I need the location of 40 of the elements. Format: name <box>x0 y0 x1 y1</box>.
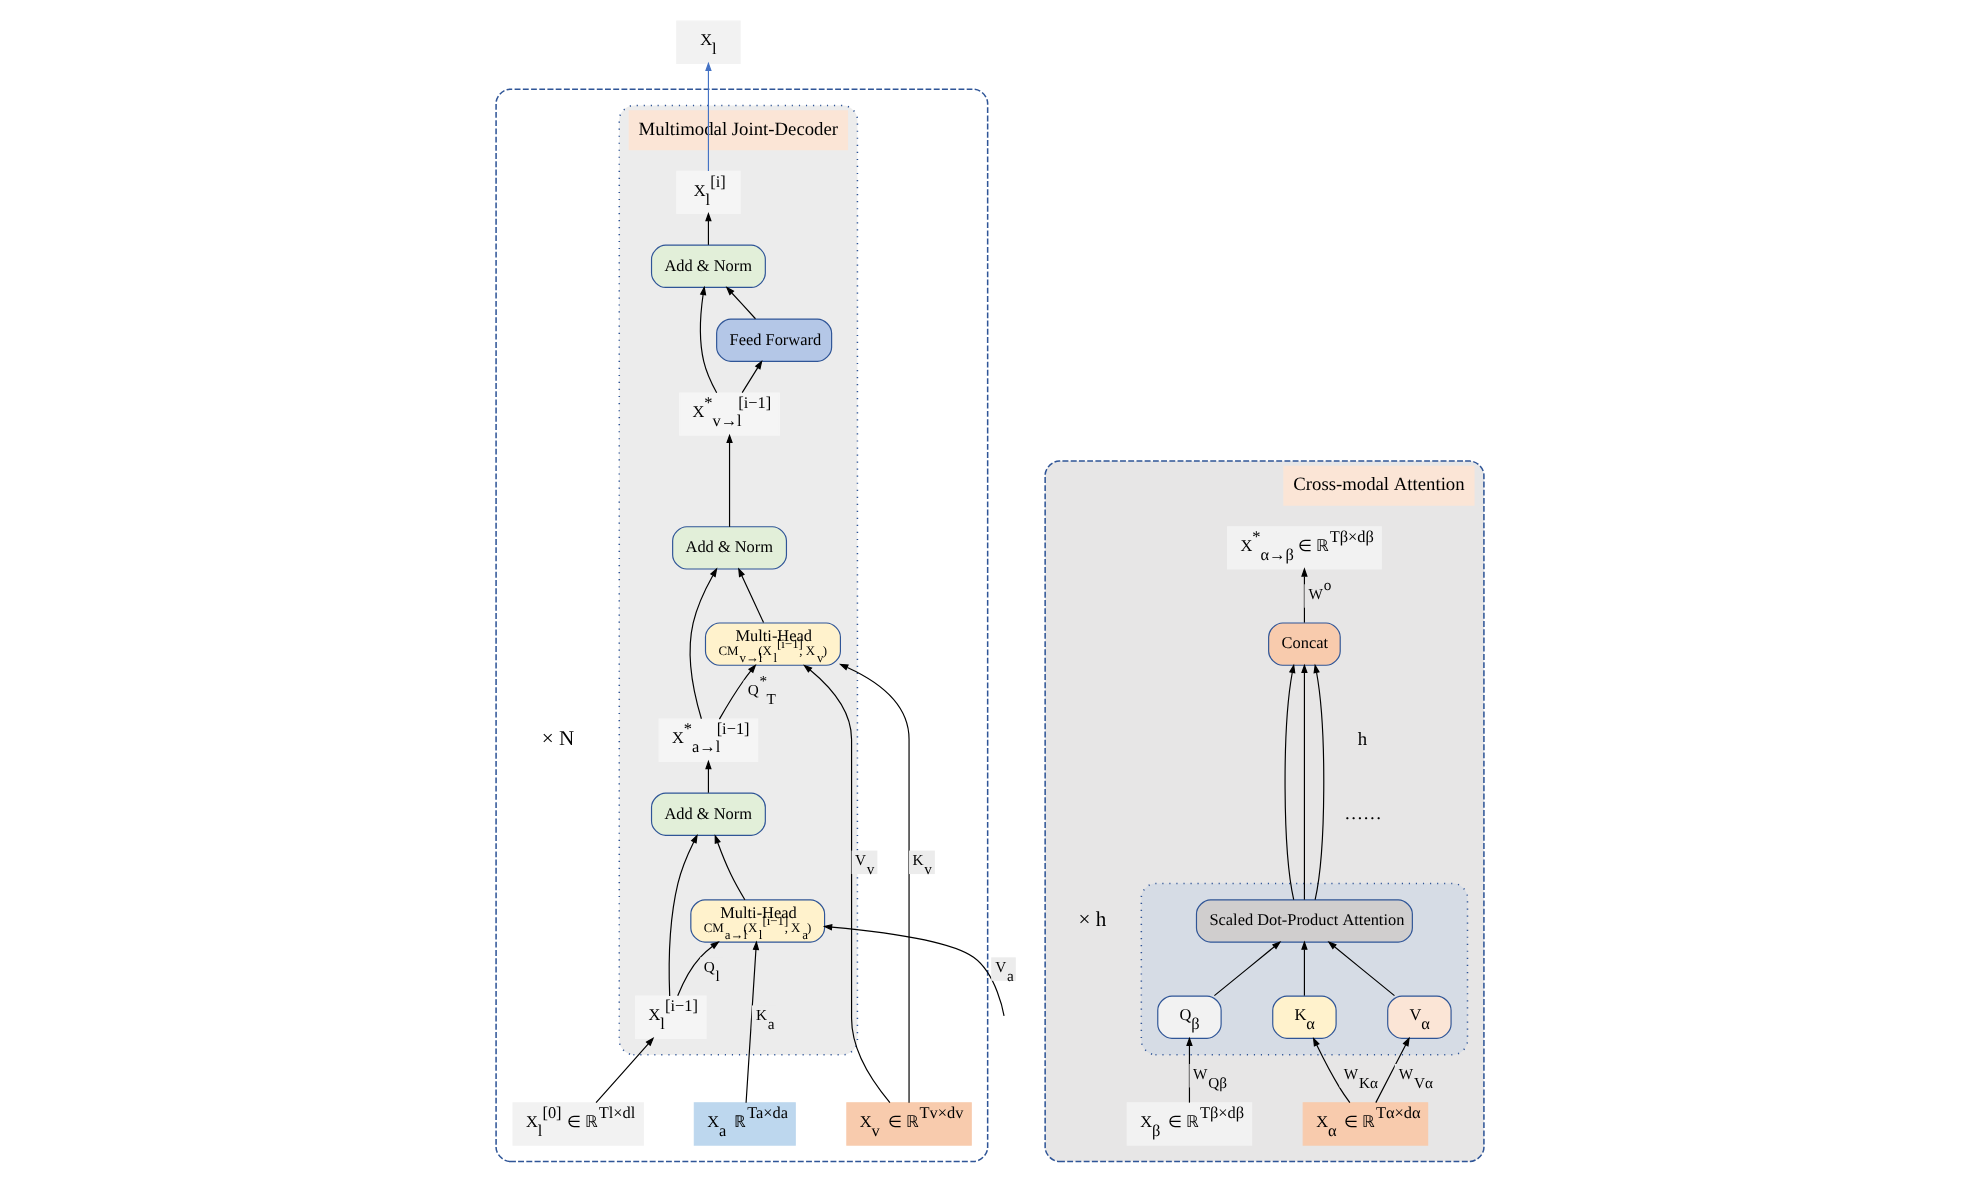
arrow <box>741 360 763 394</box>
arrow <box>1327 941 1396 997</box>
arrow <box>803 664 891 1104</box>
arrow <box>838 663 910 1104</box>
arrow <box>1301 567 1308 624</box>
arrow <box>1301 663 1308 901</box>
label: h <box>1357 730 1368 751</box>
node-box: Feed Forward <box>716 318 833 362</box>
arrow <box>668 833 698 997</box>
arrow <box>705 61 712 172</box>
arrow <box>699 285 718 394</box>
arrow <box>714 834 746 901</box>
arrow <box>1312 1036 1351 1104</box>
node-box: Add & Norm <box>650 244 766 289</box>
arrow <box>1375 1036 1410 1104</box>
arrow <box>1213 941 1282 997</box>
arrow <box>677 941 720 997</box>
node-label: × N <box>541 729 575 752</box>
arrow <box>822 923 1005 1017</box>
arrow <box>1284 663 1296 901</box>
arrow <box>718 663 757 720</box>
node-box: Add & Norm <box>672 526 788 570</box>
cluster <box>1140 882 1469 1056</box>
node-box: Concat <box>1268 622 1341 666</box>
arrow <box>689 567 718 720</box>
arrow <box>745 940 760 1104</box>
arrow <box>726 433 733 528</box>
node-box: Scaled Dot-Product Attention <box>1195 899 1413 943</box>
arrow <box>705 759 712 794</box>
arrow <box>705 211 712 246</box>
node-box: Add & Norm <box>650 792 766 836</box>
arrow <box>725 286 757 320</box>
cluster <box>495 88 989 1163</box>
arrow <box>1313 663 1325 901</box>
arrow <box>1186 1036 1193 1104</box>
arrow <box>1301 940 1308 997</box>
node-label: × h <box>1078 910 1107 933</box>
arrow <box>595 1037 655 1104</box>
label: …… <box>1344 804 1382 825</box>
arrow <box>738 567 765 624</box>
